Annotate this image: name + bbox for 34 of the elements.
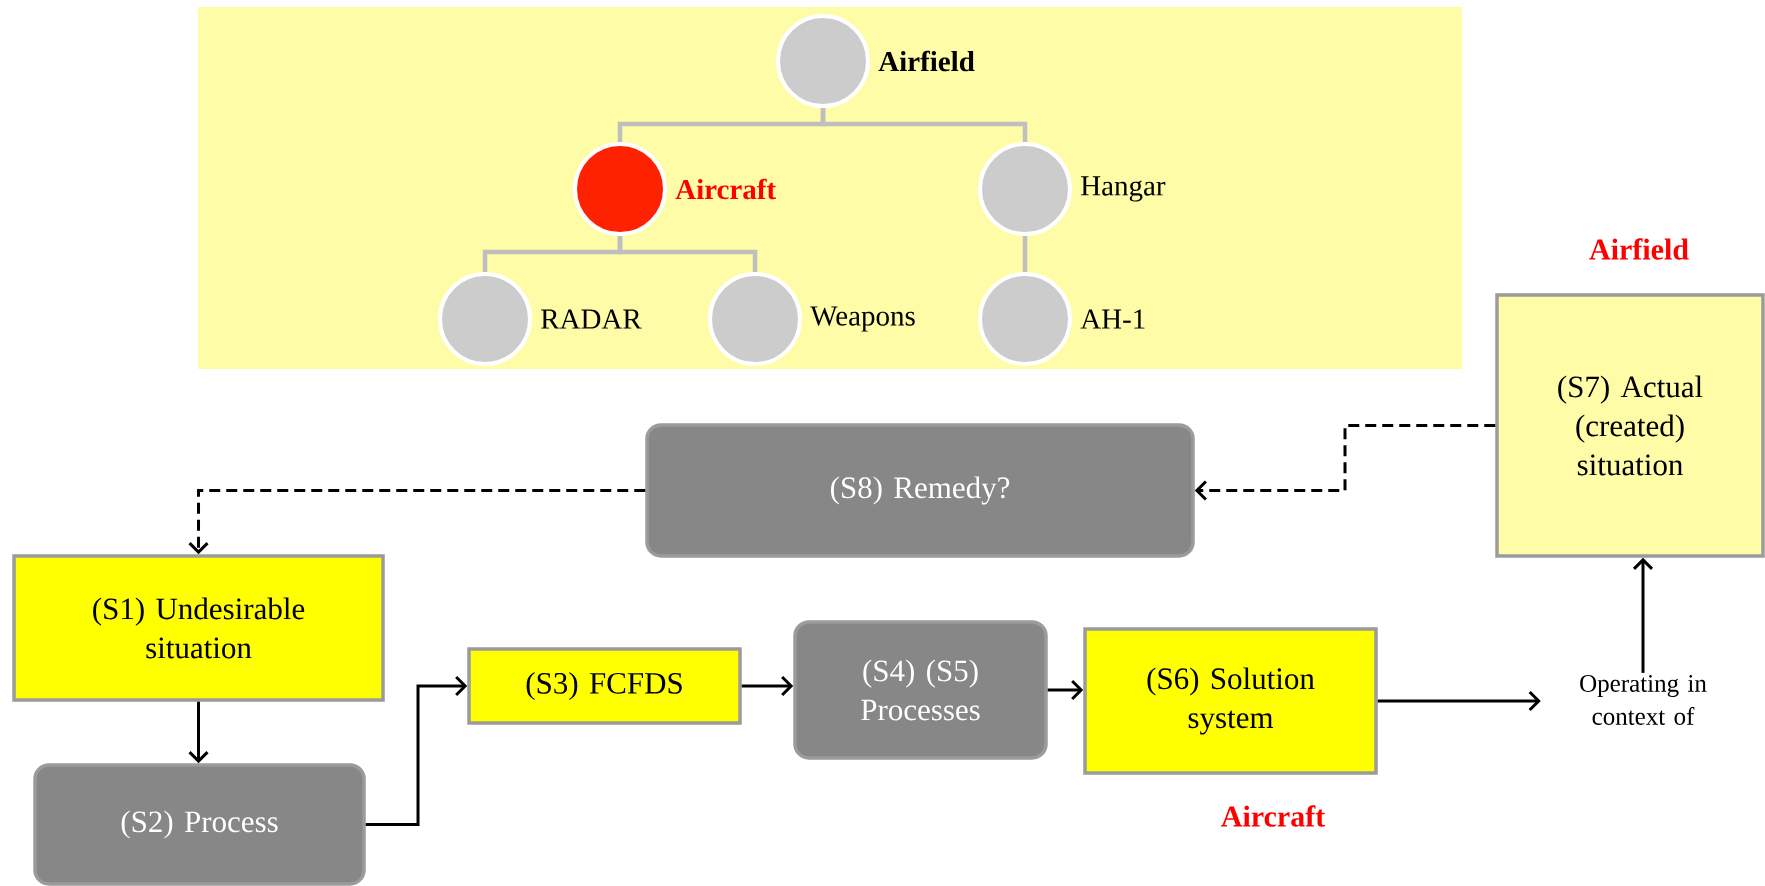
arrow bbox=[188, 489, 646, 555]
situation-box: (S6) Solution system bbox=[1083, 627, 1378, 775]
process-box: (S2) Process bbox=[33, 763, 366, 886]
tree-node: Hangar bbox=[978, 142, 1166, 236]
connector-line bbox=[1022, 236, 1028, 272]
tree-node: Weapons bbox=[708, 272, 915, 366]
situation-box: (S3) FCFDS bbox=[467, 647, 742, 725]
node-label: AH-1 bbox=[1080, 309, 1145, 329]
situation-box: (S1) Undesirable situation bbox=[12, 554, 385, 702]
tree-node: Airfield bbox=[776, 14, 975, 108]
node-label: Weapons bbox=[810, 306, 915, 332]
arrow bbox=[1632, 557, 1654, 673]
tree-node: RADAR bbox=[438, 272, 642, 366]
process-box: (S8) Remedy? bbox=[645, 423, 1195, 558]
process-box: (S4) (S5) Processes bbox=[793, 620, 1048, 760]
tree-panel bbox=[198, 7, 1462, 369]
arrow bbox=[1194, 424, 1496, 501]
arrow bbox=[1377, 690, 1541, 712]
node-label: RADAR bbox=[541, 309, 642, 329]
caption-label: Aircraft bbox=[1221, 805, 1326, 827]
arrow bbox=[365, 675, 468, 826]
arrow bbox=[1047, 679, 1084, 701]
tree-node: Aircraft bbox=[573, 142, 776, 236]
arrow bbox=[188, 701, 209, 764]
tree-node: AH-1 bbox=[978, 272, 1145, 366]
connector-line bbox=[617, 236, 758, 272]
arrow bbox=[741, 675, 794, 697]
node-label: Hangar bbox=[1081, 176, 1166, 202]
connector-line bbox=[820, 108, 1028, 142]
text-label: Operating in context of bbox=[1580, 675, 1707, 725]
situation-box: (S7) Actual (created) situation bbox=[1495, 293, 1765, 558]
node-label: Aircraft bbox=[675, 178, 777, 200]
caption-label: Airfield bbox=[1589, 238, 1689, 260]
node-label: Airfield bbox=[878, 50, 975, 72]
